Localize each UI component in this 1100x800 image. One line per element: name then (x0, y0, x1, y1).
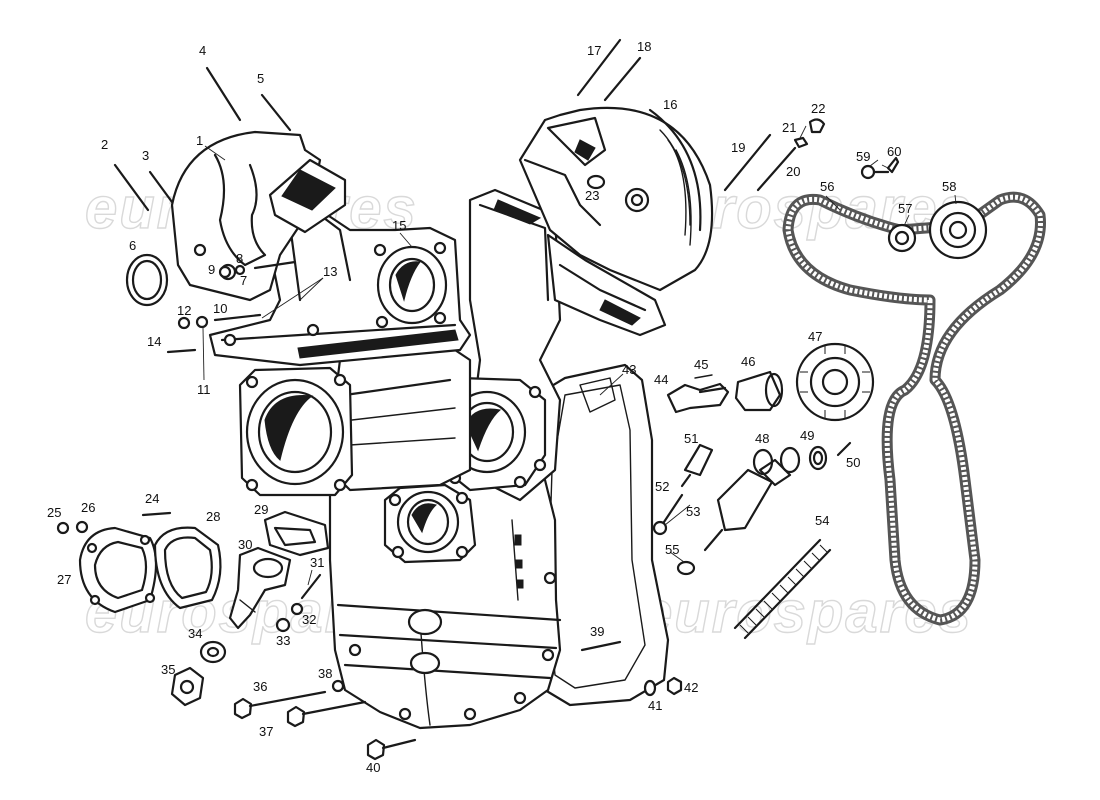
part-label-16: 16 (663, 97, 677, 112)
part-label-28: 28 (206, 509, 220, 524)
part-label-25: 25 (47, 505, 61, 520)
part-label-41: 41 (648, 698, 662, 713)
part-label-60: 60 (887, 144, 901, 159)
part-label-20: 20 (786, 164, 800, 179)
timing-chain (782, 191, 1046, 626)
part-label-26: 26 (81, 500, 95, 515)
part-label-37: 37 (259, 724, 273, 739)
part-label-44: 44 (654, 372, 668, 387)
part-label-13: 13 (323, 264, 337, 279)
part-label-59: 59 (856, 149, 870, 164)
part-label-19: 19 (731, 140, 745, 155)
part-label-39: 39 (590, 624, 604, 639)
part-label-56: 56 (820, 179, 834, 194)
part-label-48: 48 (755, 431, 769, 446)
part-label-10: 10 (213, 301, 227, 316)
part-label-29: 29 (254, 502, 268, 517)
part-label-38: 38 (318, 666, 332, 681)
part-label-31: 31 (310, 555, 324, 570)
part-label-40: 40 (366, 760, 380, 775)
part-label-32: 32 (302, 612, 316, 627)
part-label-55: 55 (665, 542, 679, 557)
part-label-21: 21 (782, 120, 796, 135)
part-label-57: 57 (898, 201, 912, 216)
part-label-53: 53 (686, 504, 700, 519)
part-label-15: 15 (392, 218, 406, 233)
part-label-51: 51 (684, 431, 698, 446)
part-label-14: 14 (147, 334, 161, 349)
part-label-3: 3 (142, 148, 149, 163)
part-label-24: 24 (145, 491, 159, 506)
part-label-17: 17 (587, 43, 601, 58)
part-label-6: 6 (129, 238, 136, 253)
part-label-46: 46 (741, 354, 755, 369)
tensioner-assembly (652, 342, 875, 640)
part-label-12: 12 (177, 303, 191, 318)
part-label-34: 34 (188, 626, 202, 641)
part-label-50: 50 (846, 455, 860, 470)
part-label-5: 5 (257, 71, 264, 86)
part-label-52: 52 (655, 479, 669, 494)
part-label-58: 58 (942, 179, 956, 194)
cover-part-16 (518, 106, 714, 292)
part-label-9: 9 (208, 262, 215, 277)
part-label-35: 35 (161, 662, 175, 677)
part-label-22: 22 (811, 101, 825, 116)
part-label-30: 30 (238, 537, 252, 552)
part-label-45: 45 (694, 357, 708, 372)
part-label-23: 23 (585, 188, 599, 203)
part-label-8: 8 (236, 251, 243, 266)
part-label-33: 33 (276, 633, 290, 648)
part-label-42: 42 (684, 680, 698, 695)
part-label-2: 2 (101, 137, 108, 152)
part-label-43: 43 (622, 362, 636, 377)
part-label-11: 11 (197, 382, 211, 397)
cover-part-1 (170, 130, 347, 302)
water-pump-parts (170, 510, 683, 761)
part-label-1: 1 (196, 133, 203, 148)
part-labels: 1 2 3 4 5 6 7 8 9 10 11 12 13 14 15 16 1… (47, 39, 956, 775)
part-label-18: 18 (637, 39, 651, 54)
timing-cover-main (208, 188, 670, 730)
part-label-7: 7 (240, 273, 247, 288)
part-label-47: 47 (808, 329, 822, 344)
hardware (56, 38, 900, 535)
leader-lines (202, 125, 957, 586)
gaskets-left (78, 526, 222, 614)
part-label-49: 49 (800, 428, 814, 443)
part-label-54: 54 (815, 513, 829, 528)
part-label-27: 27 (57, 572, 71, 587)
part-label-4: 4 (199, 43, 206, 58)
part-label-36: 36 (253, 679, 267, 694)
